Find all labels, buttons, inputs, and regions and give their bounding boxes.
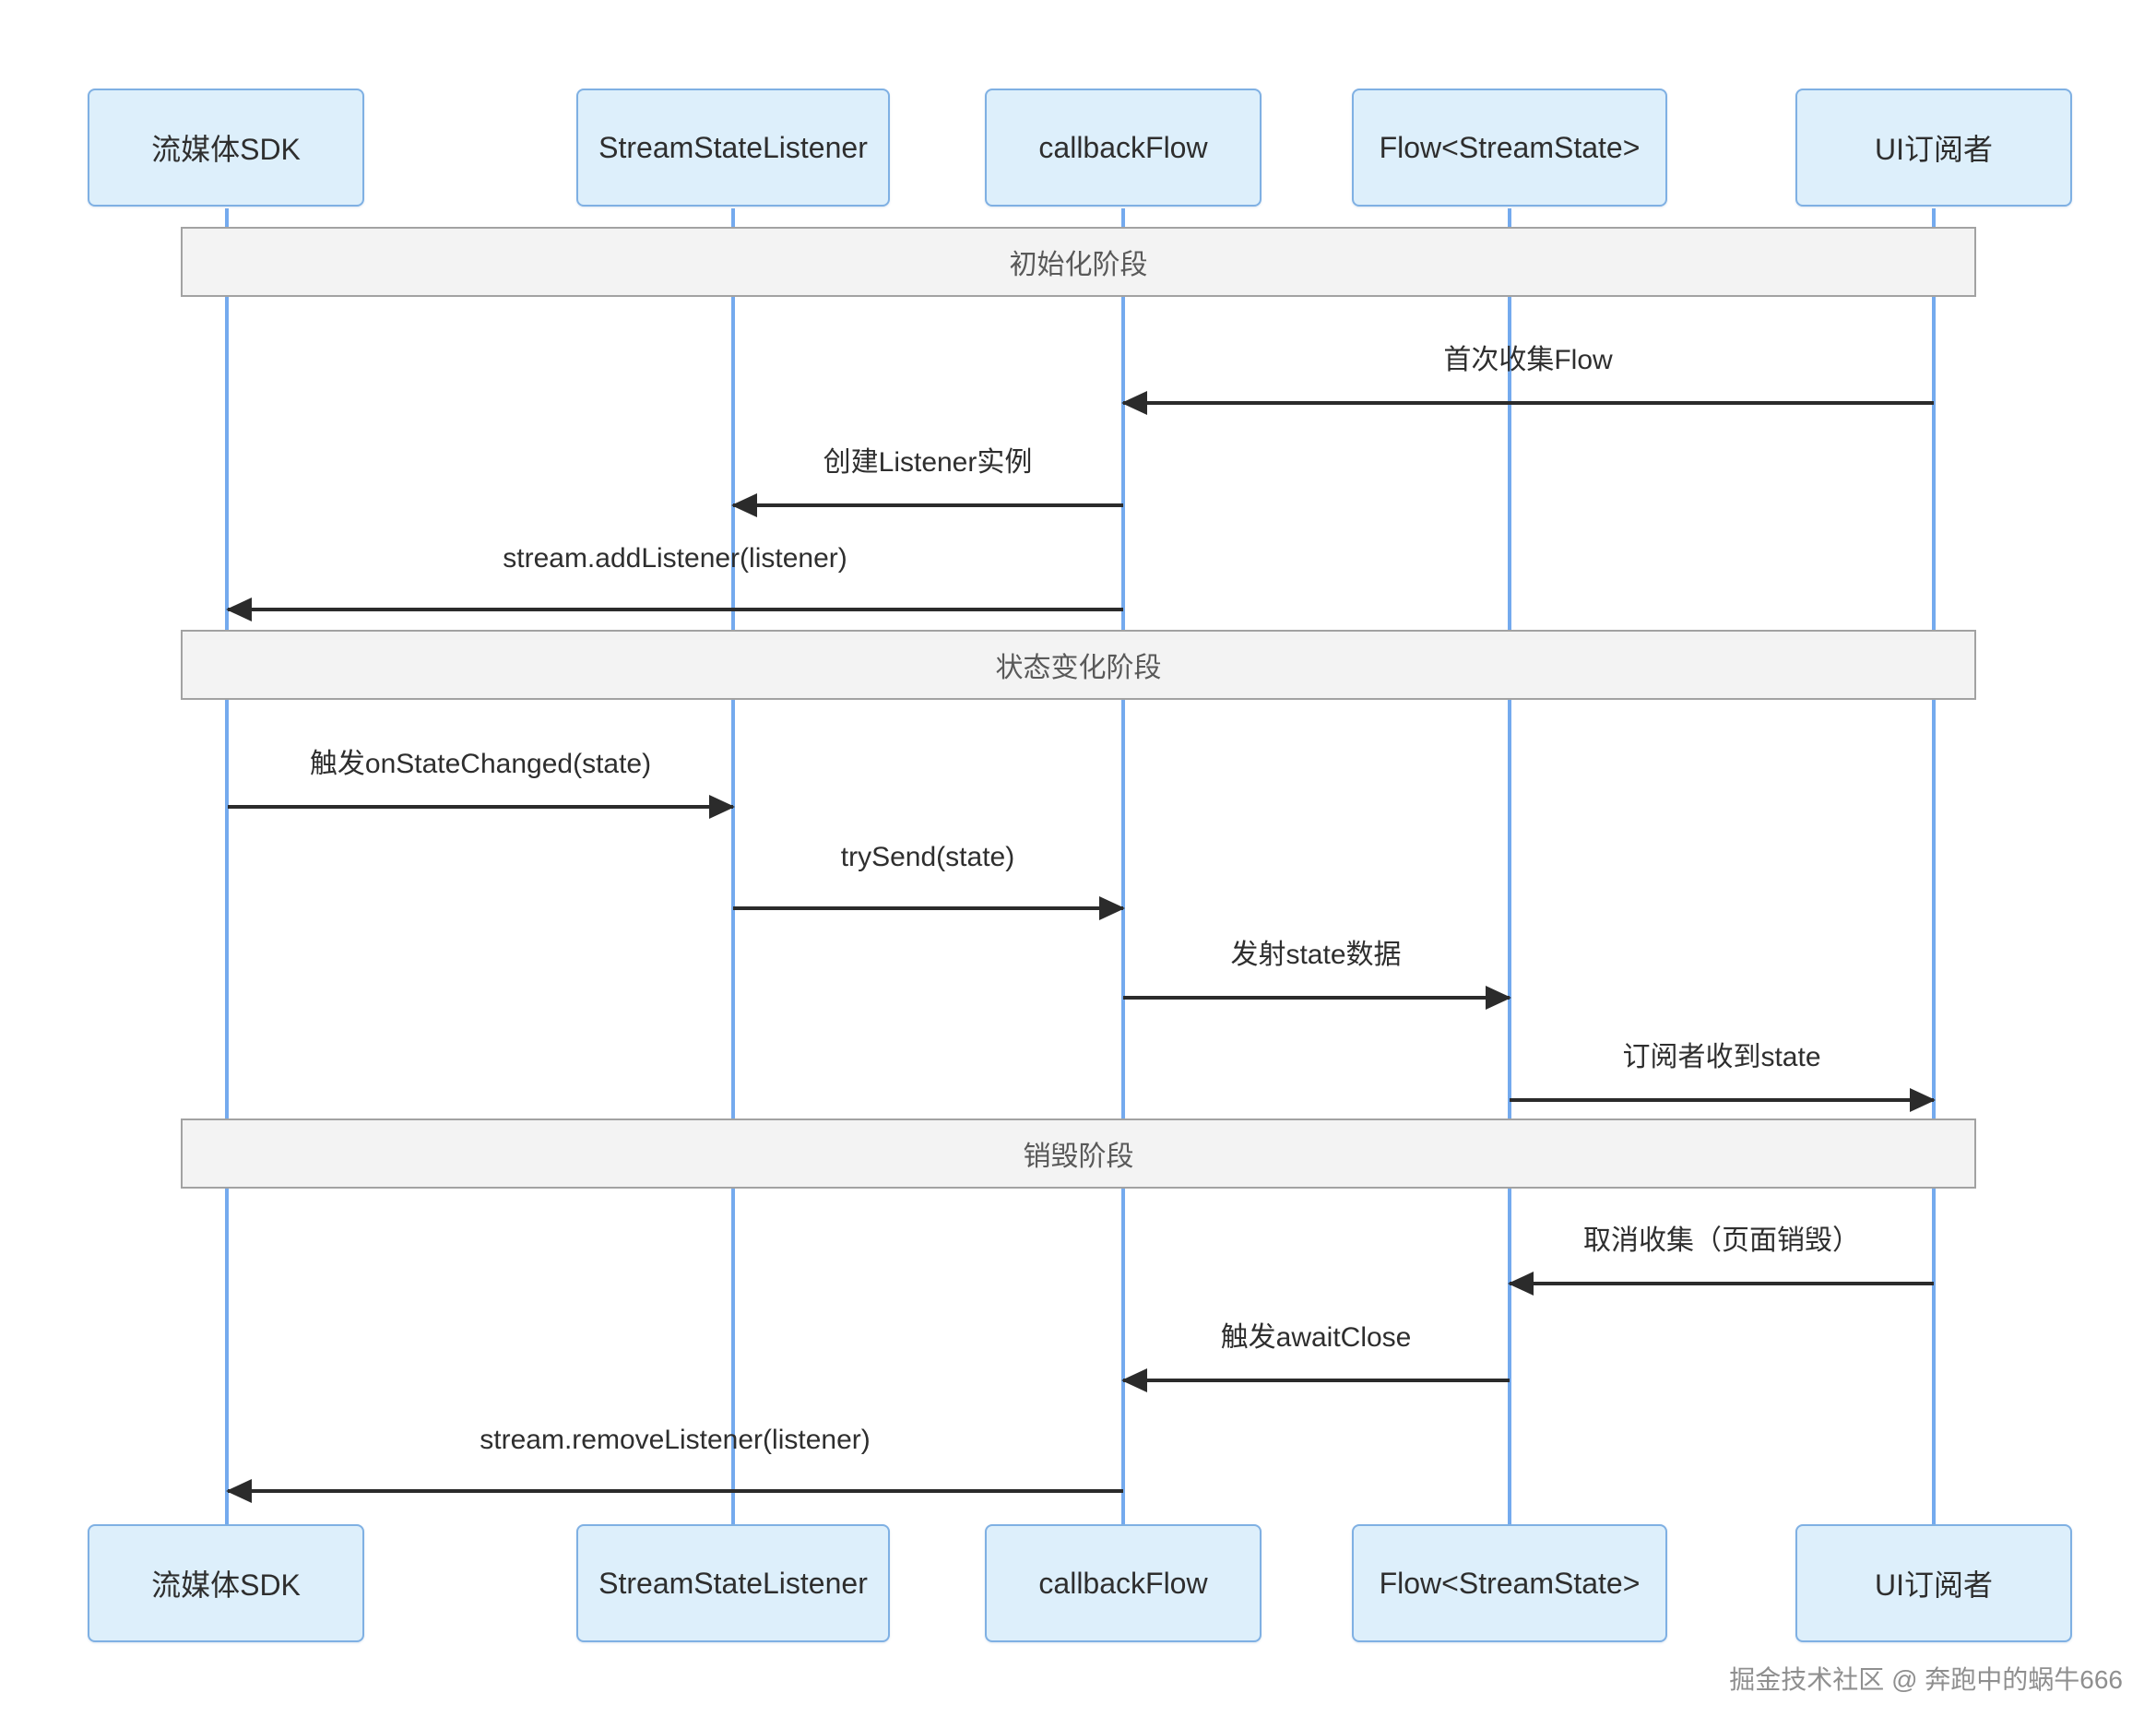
arrowhead-right-icon [709,795,735,819]
actor-bottom-stream-state-listener: StreamStateListener [576,1524,890,1642]
actor-top-flow-stream-state: Flow<StreamState> [1352,89,1667,207]
message-arrow-on-state-changed [228,795,735,819]
actor-bottom-ui-subscriber: UI订阅者 [1795,1524,2072,1642]
message-label-stream-add-listener: stream.addListener(listener) [503,543,847,574]
message-label-subscriber-receives-state: 订阅者收到state [1622,1042,1821,1072]
message-arrow-stream-remove-listener [226,1479,1123,1503]
lifeline-flow-stream-state [1508,208,1511,1527]
actor-bottom-callback-flow: callbackFlow [985,1524,1262,1642]
message-label-cancel-collect: 取消收集（页面销毁） [1583,1225,1860,1256]
actor-top-callback-flow: callbackFlow [985,89,1262,207]
actor-bottom-flow-stream-state: Flow<StreamState> [1352,1524,1667,1642]
message-arrow-stream-add-listener [226,598,1123,621]
actor-top-stream-state-listener: StreamStateListener [576,89,890,207]
arrowhead-right-icon [1099,896,1125,920]
arrowhead-left-icon [226,1479,252,1503]
lifeline-ui-subscriber [1932,208,1936,1527]
message-arrow-first-collect-flow [1121,391,1934,415]
message-label-try-send-state: trySend(state) [840,842,1015,872]
watermark: 掘金技术社区 @ 奔跑中的蜗牛666 [1729,1665,2123,1694]
arrowhead-left-icon [226,598,252,621]
arrowhead-right-icon [1486,986,1511,1010]
arrowhead-left-icon [731,493,757,517]
lifeline-stream-state-listener [731,208,735,1527]
arrowhead-left-icon [1121,1368,1147,1392]
actor-top-sdk: 流媒体SDK [88,89,364,207]
arrowhead-right-icon [1910,1088,1936,1112]
message-arrow-subscriber-receives-state [1510,1088,1936,1112]
message-label-emit-state-data: 发射state数据 [1230,940,1402,970]
message-label-first-collect-flow: 首次收集Flow [1443,345,1613,375]
lifeline-callback-flow [1121,208,1125,1527]
message-label-stream-remove-listener: stream.removeListener(listener) [480,1425,871,1455]
message-arrow-try-send-state [733,896,1125,920]
message-arrow-trigger-await-close [1121,1368,1510,1392]
actor-bottom-sdk: 流媒体SDK [88,1524,364,1642]
arrowhead-left-icon [1121,391,1147,415]
arrowhead-left-icon [1508,1272,1534,1296]
message-arrow-cancel-collect [1508,1272,1934,1296]
phase-bar-initialization: 初始化阶段 [181,227,1976,297]
actor-top-ui-subscriber: UI订阅者 [1795,89,2072,207]
message-label-trigger-await-close: 触发awaitClose [1220,1322,1412,1353]
phase-bar-destroy: 销毁阶段 [181,1118,1976,1189]
phase-bar-state-change: 状态变化阶段 [181,630,1976,700]
lifeline-sdk [225,208,229,1527]
message-arrow-emit-state-data [1123,986,1511,1010]
message-arrow-create-listener-instance [731,493,1123,517]
message-label-on-state-changed: 触发onStateChanged(state) [309,749,652,779]
message-label-create-listener-instance: 创建Listener实例 [823,447,1033,478]
